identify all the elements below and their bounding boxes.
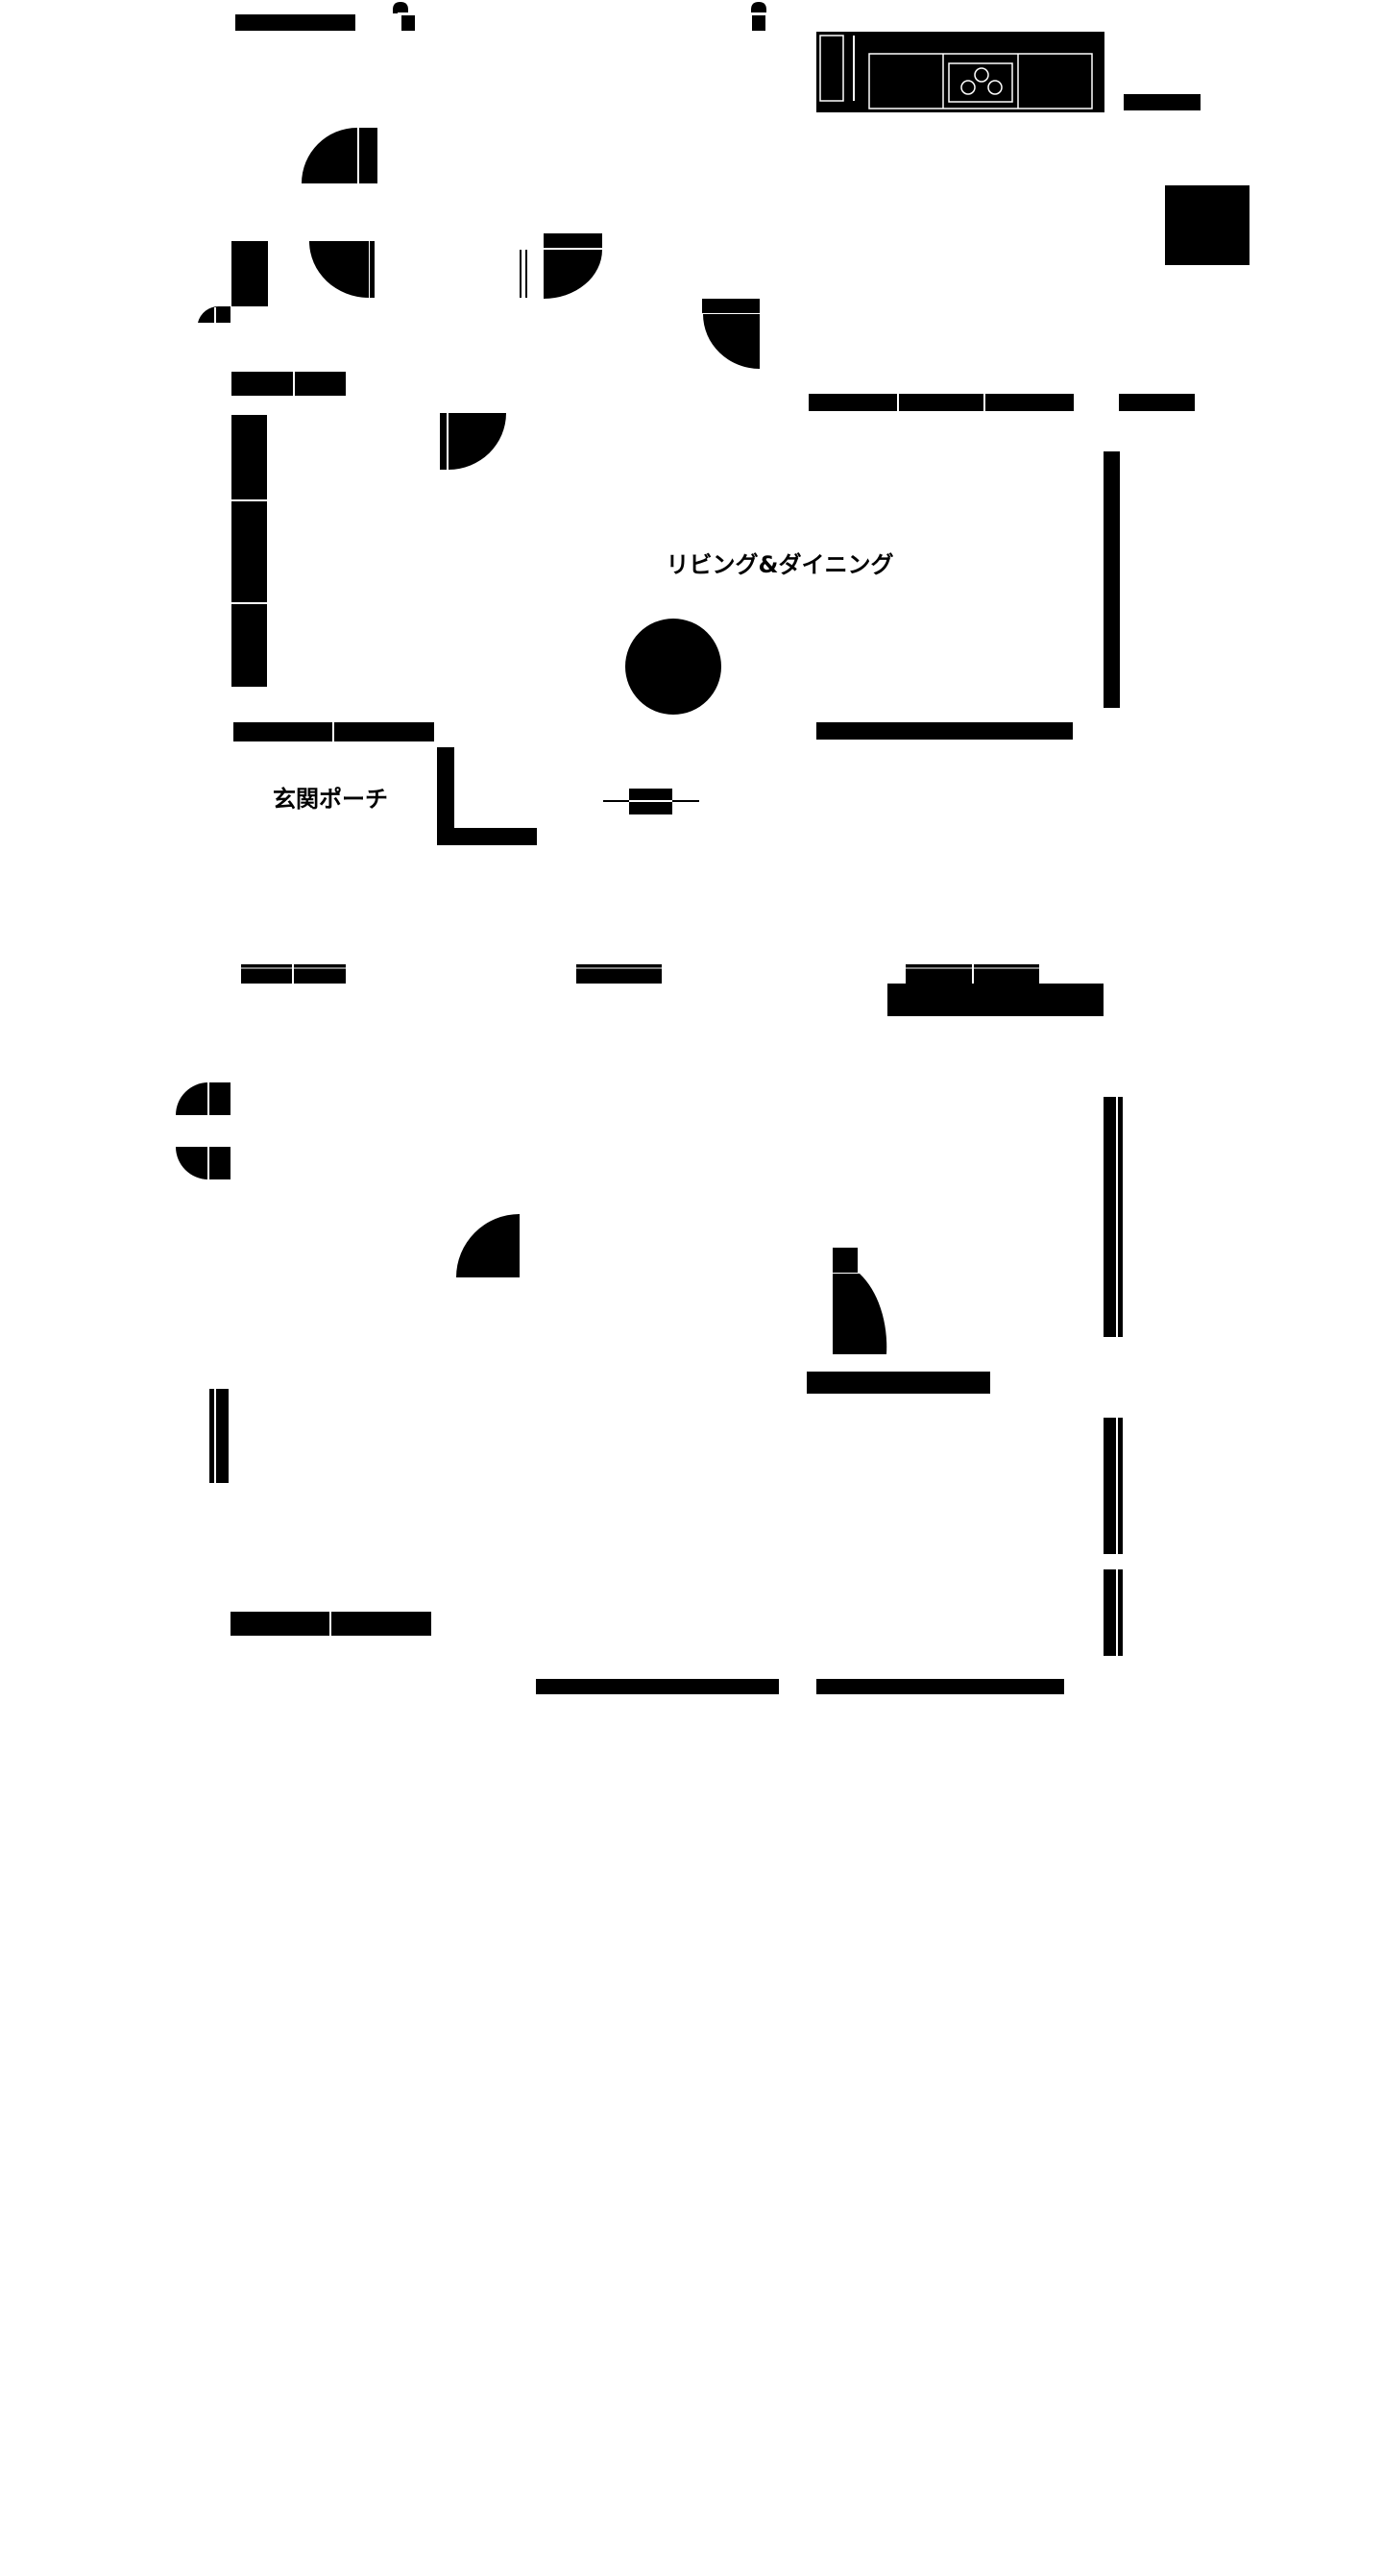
wall-segment [233, 722, 434, 741]
refrigerator [1165, 185, 1250, 265]
wall-top-right [1124, 94, 1201, 110]
door-swing-icon [544, 233, 602, 299]
door-swing-icon [440, 413, 506, 470]
wall-corner [437, 747, 537, 845]
wall-segment [241, 964, 346, 984]
wall-segment [576, 964, 662, 984]
wall-segment [209, 1389, 229, 1483]
door-swing-icon [198, 305, 230, 323]
wall-segment [1104, 451, 1120, 708]
wall-segment [231, 241, 268, 306]
wall-segment [536, 1679, 779, 1694]
staircase-icon [833, 1248, 887, 1354]
window-icon [603, 789, 699, 814]
wall-segment [887, 984, 1104, 1016]
wall-segment [1119, 394, 1195, 411]
wall-segment [906, 964, 1039, 984]
sliding-door-icon [520, 250, 527, 298]
wall-segment [816, 1679, 1064, 1694]
wall-segment [231, 415, 267, 687]
door-swing-icon [176, 1147, 230, 1179]
wall-segment [809, 394, 1074, 411]
wall-segment [816, 722, 1073, 740]
lamp-icon [748, 2, 769, 31]
lamp-icon [393, 2, 419, 31]
door-swing-icon [456, 1214, 520, 1277]
wall-segment [1104, 1418, 1123, 1554]
kitchen-counter [816, 32, 1104, 112]
room-label-entrance-porch: 玄関ポーチ [273, 786, 388, 813]
door-swing-icon [176, 1082, 230, 1115]
upper-floor: リビング&ダイニング 玄関ポーチ [198, 2, 1250, 845]
wall-segment [1104, 1097, 1123, 1337]
room-label-living-dining: リビング&ダイニング [667, 551, 894, 578]
wall-segment [231, 372, 346, 396]
door-swing-icon [309, 241, 375, 298]
door-swing-icon [702, 299, 760, 369]
wall-segment [1104, 1569, 1123, 1656]
door-swing-icon [302, 128, 377, 183]
dining-table [625, 619, 721, 715]
wall-segment [807, 1372, 990, 1394]
lower-floor [176, 964, 1123, 1694]
wall-top-left [235, 14, 355, 31]
wall-segment [230, 1612, 431, 1636]
stove-icon [948, 62, 1013, 103]
